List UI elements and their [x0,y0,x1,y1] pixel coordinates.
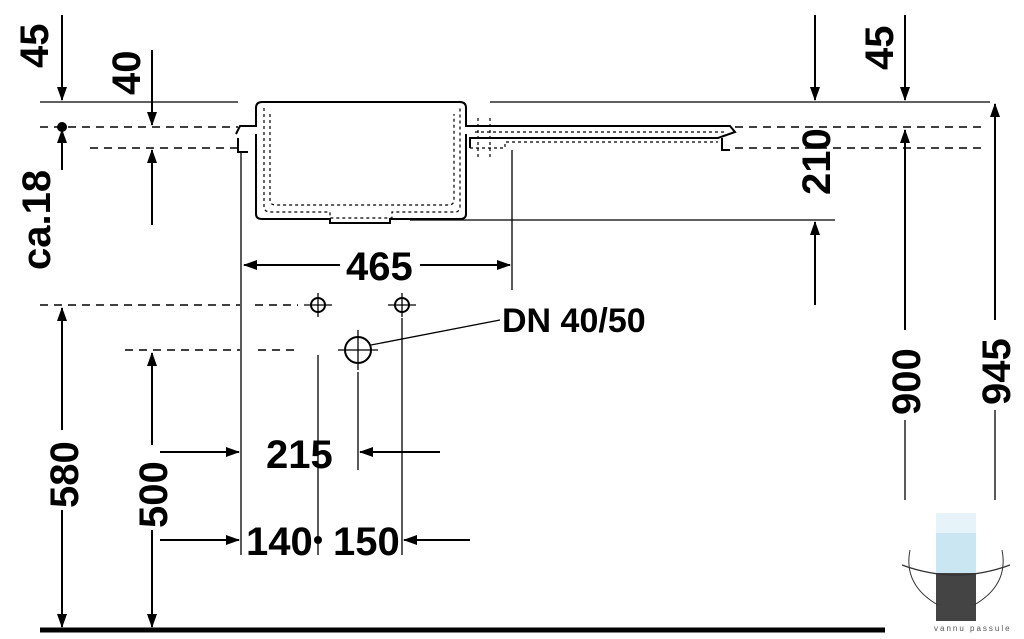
watermark-logo: vannu passule [888,505,1024,639]
dim-45-left: 45 [13,24,57,69]
datum-dot [57,122,67,132]
drain-hole [125,319,501,370]
logo-text: vannu passule [934,624,1012,633]
dim-140: 140 [246,520,313,564]
dim-210: 210 [795,128,839,195]
drain-label: DN 40/50 [502,302,646,340]
dim-945: 945 [975,338,1019,405]
dim-900: 900 [885,348,929,415]
countertop-lines [40,101,990,149]
tap-holes [40,293,416,317]
dim-45-right: 45 [858,26,902,71]
dim-215: 215 [266,433,333,477]
dim-150: 150 [333,520,400,564]
sink-body [235,101,737,224]
extension-lines [240,150,835,555]
dim-580: 580 [43,441,87,508]
center-dot [314,536,322,544]
dim-40: 40 [105,51,149,96]
dimension-arrows [57,15,1000,628]
dim-465: 465 [346,245,413,289]
dim-500: 500 [132,461,176,528]
dim-ca18: ca.18 [15,170,59,270]
